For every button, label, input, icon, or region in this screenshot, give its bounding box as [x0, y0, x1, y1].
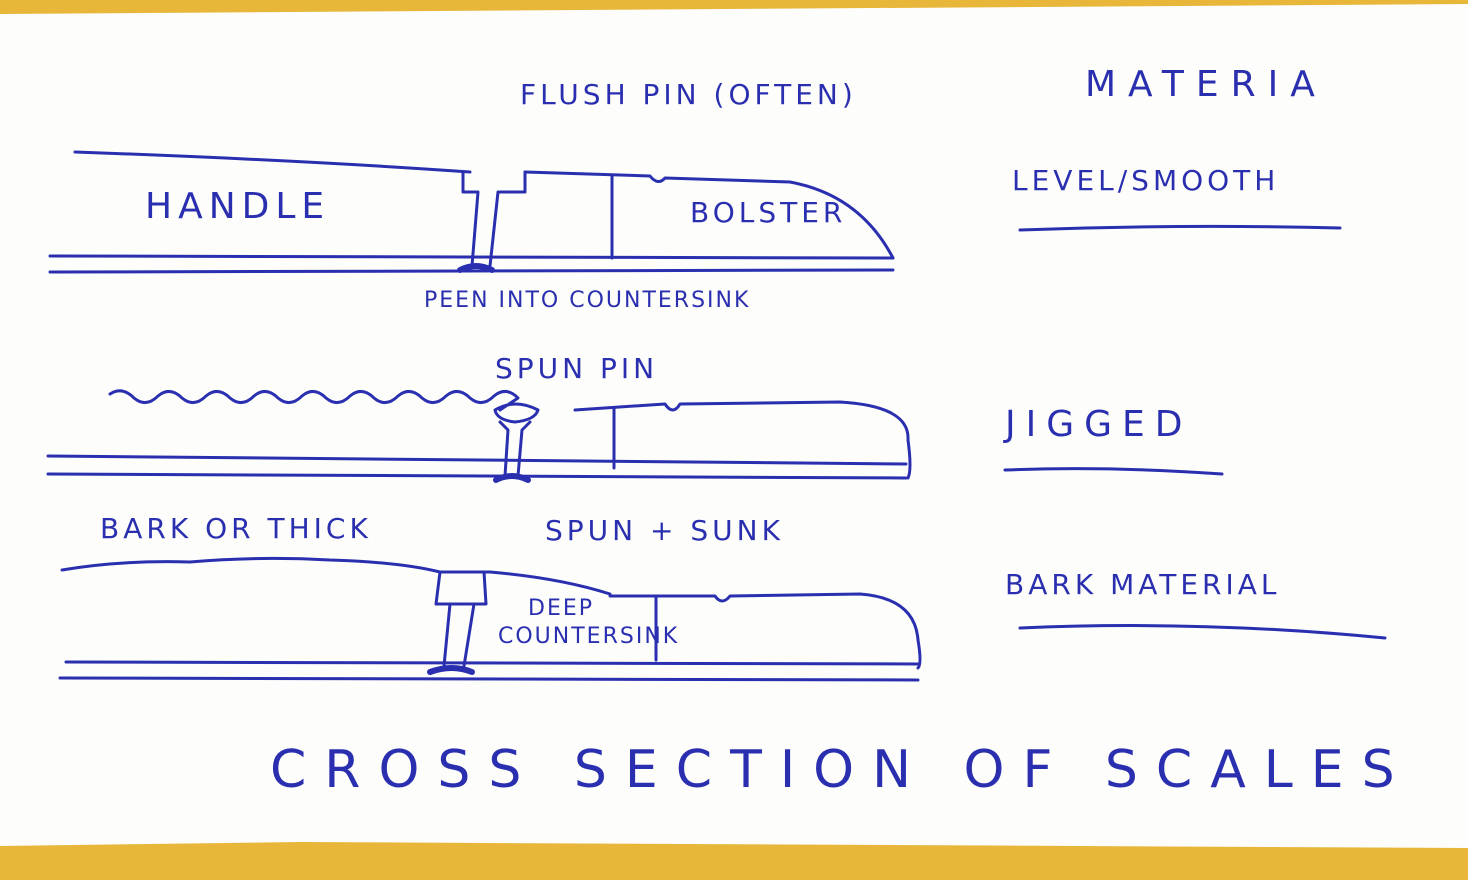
underline-bark	[1018, 624, 1387, 640]
label-handle: HANDLE	[145, 186, 331, 227]
scale-bottom-2a	[46, 454, 908, 466]
pin-shank-3	[442, 602, 476, 668]
pin-head	[461, 170, 527, 268]
handle-bottom-line-lower	[48, 268, 895, 274]
scale-bottom-2b	[46, 472, 908, 480]
jigged-wavy-line	[108, 389, 520, 412]
label-bark-material: BARK MATERIAL	[1005, 568, 1281, 601]
pin-foot-3	[427, 665, 475, 675]
spun-pin-head	[493, 402, 540, 424]
spun-sunk-section	[58, 556, 922, 682]
paper-sheet	[0, 4, 1468, 848]
label-level-smooth: LEVEL/SMOOTH	[1012, 164, 1280, 197]
label-materia: MATERIA	[1085, 64, 1327, 105]
flush-pin-section	[48, 150, 895, 274]
label-spun-sunk: SPUN + SUNK	[545, 514, 784, 547]
label-countersink: COUNTERSINK	[498, 624, 680, 649]
label-deep: DEEP	[528, 596, 595, 621]
sketch-title: CROSS SECTION OF SCALES	[270, 740, 1413, 800]
bolster-top-3	[608, 592, 922, 670]
scale-bottom-3a	[64, 660, 920, 666]
pin-peen	[457, 263, 495, 273]
spun-pin-section	[46, 389, 912, 483]
label-spun-pin: SPUN PIN	[495, 352, 659, 385]
underline-jigged	[1003, 467, 1224, 476]
handle-top-line	[73, 150, 472, 174]
pin-head-3	[434, 570, 488, 606]
label-bolster: BOLSTER	[690, 196, 847, 229]
label-jigged: JIGGED	[1005, 404, 1193, 445]
right-underlines	[1003, 224, 1387, 640]
label-flush-pin: FLUSH PIN (OFTEN)	[520, 78, 857, 111]
bolster-top-line	[523, 170, 895, 260]
label-bark-or-thick: BARK OR THICK	[100, 512, 372, 545]
scale-bottom-3b	[58, 676, 920, 682]
bolster-top-2	[573, 400, 912, 480]
underline-level	[1018, 224, 1342, 232]
label-peen: PEEN INTO COUNTERSINK	[424, 288, 751, 313]
bark-top-line	[60, 556, 612, 596]
